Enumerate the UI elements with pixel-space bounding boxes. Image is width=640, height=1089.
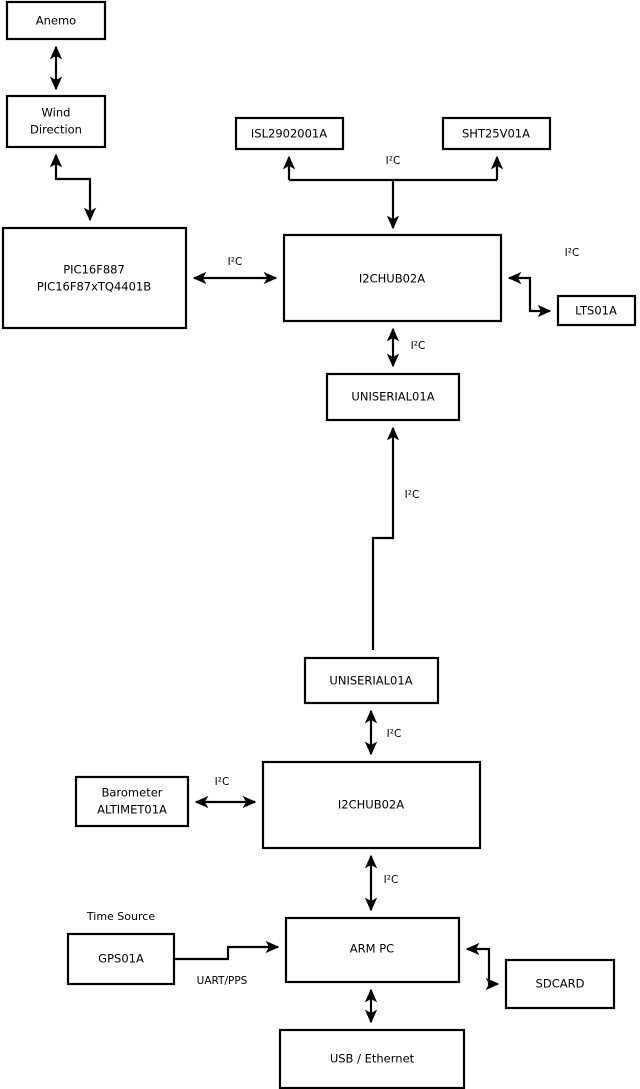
edge-uniserial-link: I²C xyxy=(371,426,420,650)
edge-label-i2c-uniserial-up: I²C xyxy=(411,340,426,352)
node-lts01a[interactable]: LTS01A xyxy=(556,294,637,327)
node-label: I2CHUB02A xyxy=(359,272,425,286)
node-barometer-altimet01a[interactable]: Barometer ALTIMET01A xyxy=(74,775,190,828)
edge-line xyxy=(465,942,500,991)
node-wind-direction[interactable]: Wind Direction xyxy=(5,94,107,149)
edge-line xyxy=(507,271,552,318)
edge-hub-top-to-uniserial-up: I²C xyxy=(386,327,426,368)
edge-label-uart-pps: UART/PPS xyxy=(197,975,248,987)
edge-label-i2c-armpc: I²C xyxy=(384,874,399,886)
node-label: I2CHUB02A xyxy=(338,798,404,812)
node-sdcard[interactable]: SDCARD xyxy=(504,958,616,1010)
edge-label-i2c-pic-hub: I²C xyxy=(228,256,243,268)
node-box[interactable] xyxy=(66,932,176,986)
edges-layer: I²C I²C I²C I²C I xyxy=(49,45,580,1024)
node-box[interactable] xyxy=(441,116,552,151)
node-box[interactable] xyxy=(74,775,190,828)
annotation-time-source: Time Source xyxy=(86,910,155,923)
edge-label-i2c-barometer: I²C xyxy=(215,776,230,788)
edge-hub-top-to-sensors: I²C xyxy=(282,155,504,230)
edge-hub-top-to-lts: I²C xyxy=(507,247,580,318)
edge-pic-to-wind xyxy=(49,153,97,222)
node-label: SHT25V01A xyxy=(462,127,530,141)
node-box[interactable] xyxy=(556,294,637,327)
node-arm-pc[interactable]: ARM PC xyxy=(284,916,461,984)
node-label: ARM PC xyxy=(350,942,394,956)
node-gps01a[interactable]: GPS01A xyxy=(66,932,176,986)
node-label-line2: ALTIMET01A xyxy=(97,803,167,817)
node-i2chub02a-bottom[interactable]: I2CHUB02A xyxy=(261,760,482,850)
node-box[interactable] xyxy=(325,372,461,422)
node-isl2902001a[interactable]: ISL2902001A xyxy=(234,116,345,151)
edge-uniserial-dn-to-hub-bottom: I²C xyxy=(364,709,402,756)
node-box[interactable] xyxy=(234,116,345,151)
edge-barometer-to-hub-bottom: I²C xyxy=(194,776,257,809)
node-label-line1: Wind xyxy=(42,106,71,120)
node-box[interactable] xyxy=(504,958,616,1010)
edge-armpc-to-hub-bottom: I²C xyxy=(364,854,399,912)
node-label-line2: PIC16F87xTQ4401B xyxy=(37,280,151,294)
node-label-line2: Direction xyxy=(30,123,82,137)
edge-label-i2c-uniserial-link: I²C xyxy=(405,489,420,501)
edge-label-i2c-uniserial-dn: I²C xyxy=(387,728,402,740)
node-usb-ethernet[interactable]: USB / Ethernet xyxy=(278,1028,466,1089)
node-label-line1: PIC16F887 xyxy=(63,263,125,277)
edge-pic-to-hub-top: I²C xyxy=(192,256,278,285)
node-sht25v01a[interactable]: SHT25V01A xyxy=(441,116,552,151)
node-label: UNISERIAL01A xyxy=(351,390,434,404)
node-pic-mcu[interactable]: PIC16F887 PIC16F87xTQ4401B xyxy=(1,226,188,330)
node-i2chub02a-top[interactable]: I2CHUB02A xyxy=(282,233,503,323)
node-label: ISL2902001A xyxy=(251,127,327,141)
node-box[interactable] xyxy=(5,94,107,149)
node-label: SDCARD xyxy=(536,977,585,991)
node-label: UNISERIAL01A xyxy=(329,674,412,688)
edge-armpc-to-sdcard xyxy=(465,942,500,991)
node-box[interactable] xyxy=(261,760,482,850)
edge-line xyxy=(174,940,280,961)
annotations-layer: Time Source xyxy=(86,910,155,923)
node-box[interactable] xyxy=(278,1028,466,1089)
node-uniserial01a-lower[interactable]: UNISERIAL01A xyxy=(303,656,440,705)
node-box[interactable] xyxy=(284,916,461,984)
edge-gps-to-armpc: UART/PPS xyxy=(174,940,280,987)
node-uniserial01a-upper[interactable]: UNISERIAL01A xyxy=(325,372,461,422)
edge-label-i2c-sensors: I²C xyxy=(386,155,401,167)
node-box[interactable] xyxy=(282,233,503,323)
node-label: GPS01A xyxy=(98,952,144,966)
node-label: Anemo xyxy=(36,14,76,28)
node-box[interactable] xyxy=(303,656,440,705)
edge-line xyxy=(49,153,97,222)
node-box[interactable] xyxy=(1,226,188,330)
node-anemo[interactable]: Anemo xyxy=(5,0,107,41)
node-label: USB / Ethernet xyxy=(330,1052,415,1066)
node-label: LTS01A xyxy=(575,304,617,318)
edge-label-i2c-lts: I²C xyxy=(565,247,580,259)
edge-line xyxy=(371,426,400,650)
node-box[interactable] xyxy=(5,0,107,41)
node-label-line1: Barometer xyxy=(101,786,162,800)
